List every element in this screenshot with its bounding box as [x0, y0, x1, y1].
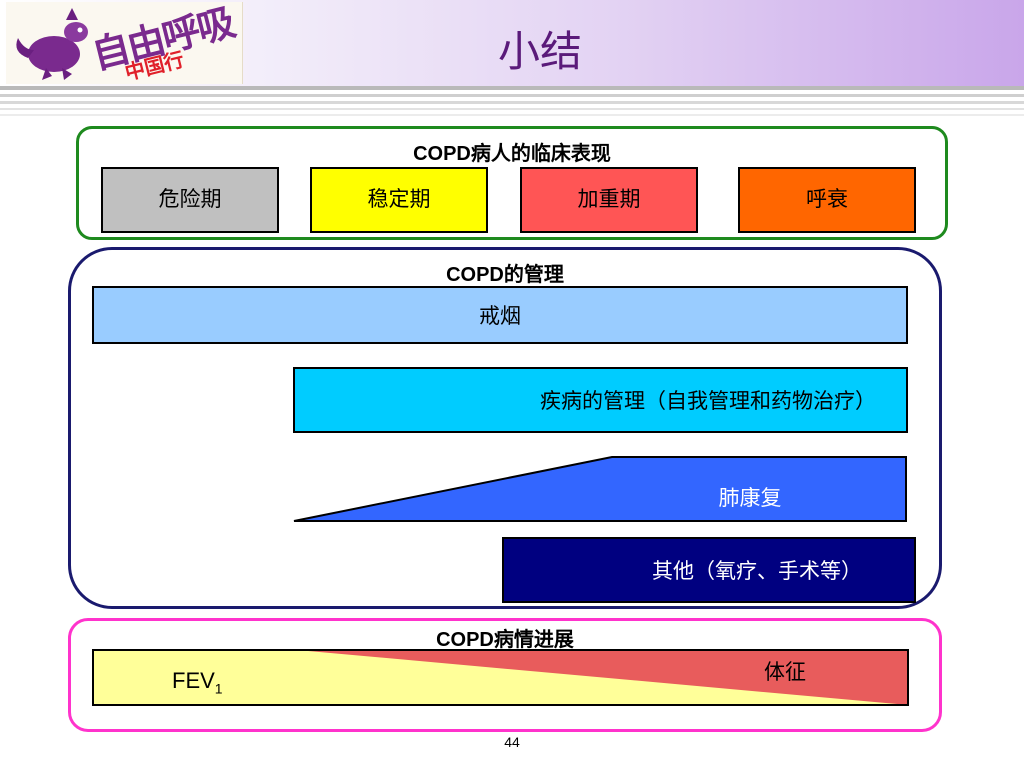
disease-management-bar: 疾病的管理（自我管理和药物治疗） [293, 367, 908, 433]
stage-stable-label: 稳定期 [367, 187, 431, 211]
disease-management-label: 疾病的管理（自我管理和药物治疗） [540, 389, 876, 413]
stage-risk-label: 危险期 [158, 187, 222, 211]
pulmonary-rehab-polygon [293, 456, 907, 522]
page-number: 44 [504, 734, 520, 750]
fev-label-text: FEV [172, 668, 215, 693]
stage-failure-label: 呼衰 [806, 187, 848, 211]
header-stripe [0, 86, 1024, 90]
header-stripe [0, 114, 1024, 116]
fev-label-subscript: 1 [214, 680, 223, 697]
management-title: COPD的管理 [446, 264, 564, 286]
clinical-presentation-group: COPD病人的临床表现 危险期 稳定期 加重期 呼衰 [76, 126, 948, 240]
stage-stable-box: 稳定期 [310, 167, 488, 233]
smoking-cessation-label: 戒烟 [479, 304, 521, 328]
stage-risk-box: 危险期 [101, 167, 279, 233]
header-stripe [0, 108, 1024, 110]
other-treatment-label: 其他（氧疗、手术等） [652, 559, 862, 583]
sign-label: 体征 [764, 660, 806, 684]
progression-bar-border [92, 649, 909, 706]
stage-exacerbation-box: 加重期 [520, 167, 698, 233]
clinical-presentation-title: COPD病人的临床表现 [413, 143, 611, 165]
progression-group: COPD病情进展 [68, 618, 942, 732]
sign-area [297, 650, 908, 705]
smoking-cessation-bar: 戒烟 [92, 286, 908, 344]
other-treatment-bar: 其他（氧疗、手术等） [502, 537, 916, 603]
fev-label: FEV1 [172, 668, 223, 696]
slide-title: 小结 [497, 27, 582, 76]
header-stripe [0, 94, 1024, 97]
stage-failure-box: 呼衰 [738, 167, 916, 233]
dragon-mascot-icon [16, 8, 88, 80]
pulmonary-rehab-label: 肺康复 [718, 486, 782, 510]
progression-title: COPD病情进展 [436, 629, 574, 651]
management-group: COPD的管理 [68, 247, 942, 609]
logo: 自由呼吸 中国行 [6, 0, 243, 85]
pulmonary-rehab-shape [293, 456, 907, 522]
stage-exacerbation-label: 加重期 [577, 187, 641, 211]
progression-bar [92, 649, 909, 706]
header-stripe [0, 101, 1024, 104]
